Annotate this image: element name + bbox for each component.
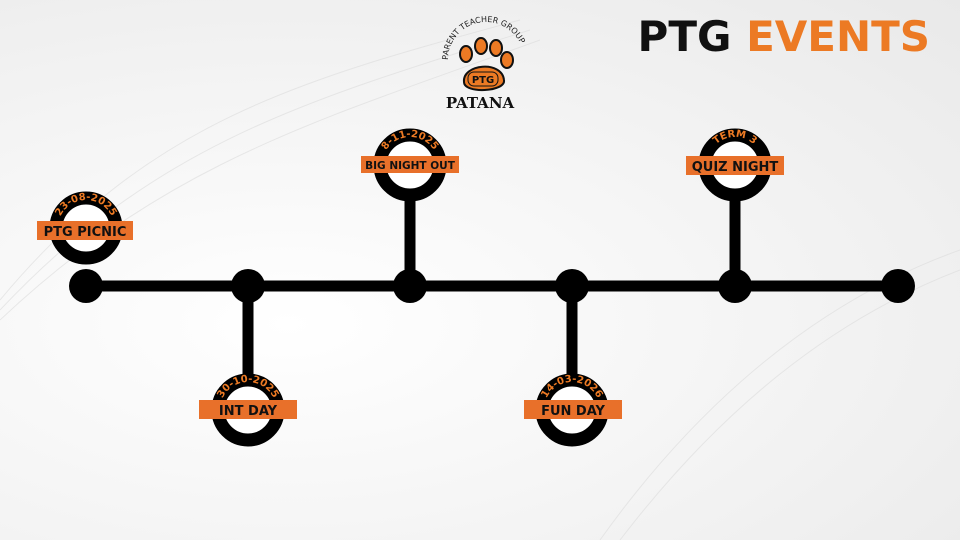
event-label: QUIZ NIGHT — [692, 160, 779, 175]
event-fun-day: 14-03-2026 FUN DAY — [524, 373, 622, 447]
timeline-node — [393, 269, 427, 303]
event-quiz-night: TERM 3 QUIZ NIGHT — [686, 128, 784, 202]
event-label: BIG NIGHT OUT — [365, 160, 456, 172]
event-ptg-picnic: 23-08-2025 PTG PICNIC — [37, 191, 133, 265]
timeline-node — [555, 269, 589, 303]
logo-badge: PTG — [472, 75, 494, 86]
event-big-night-out: 8-11-2025 BIG NIGHT OUT — [361, 128, 459, 202]
timeline-node — [718, 269, 752, 303]
event-int-day: 30-10-2025 INT DAY — [199, 373, 297, 447]
title-ptg: PTG — [637, 12, 732, 61]
timeline-node — [881, 269, 915, 303]
event-label: INT DAY — [219, 404, 278, 419]
timeline-node — [231, 269, 265, 303]
logo-name: PATANA — [446, 94, 515, 112]
event-label: FUN DAY — [541, 404, 605, 419]
event-label: PTG PICNIC — [44, 225, 127, 240]
timeline-node — [69, 269, 103, 303]
page-title: PTG EVENTS — [638, 12, 930, 61]
title-events: EVENTS — [746, 12, 930, 61]
